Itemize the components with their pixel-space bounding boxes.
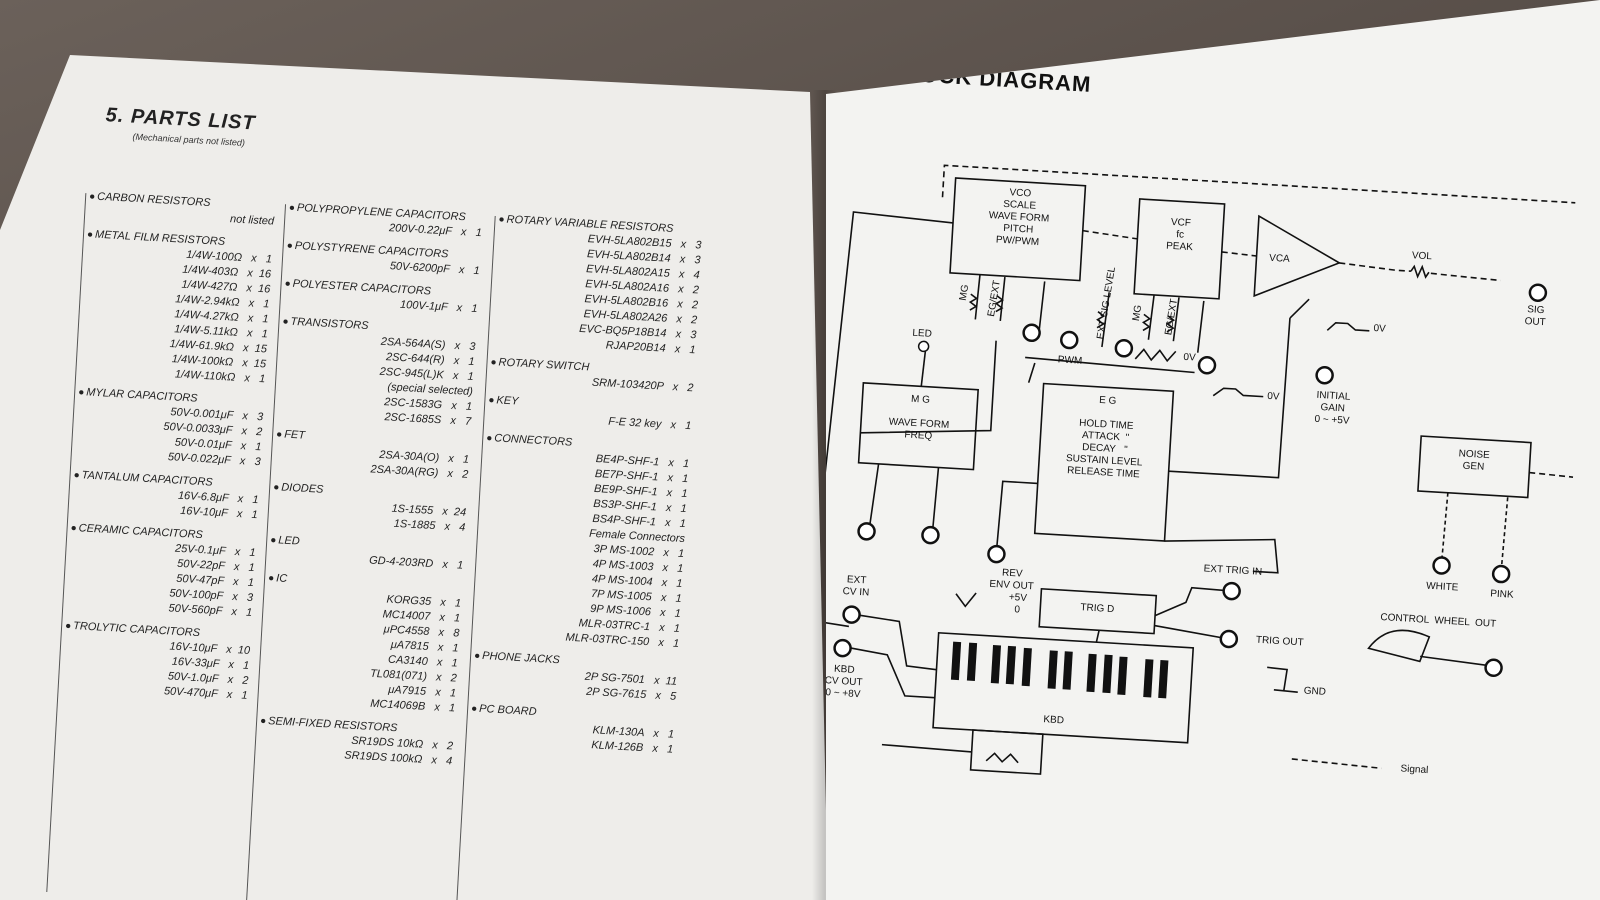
vco-label: VCO SCALE WAVE FORM PITCH PW/PWM [988, 187, 1050, 249]
ext-trig-in-jack [1222, 581, 1241, 601]
white-noise-jack [1432, 556, 1451, 575]
ext-sig-jack [1114, 339, 1134, 358]
ext-cv-in-jack [842, 605, 861, 624]
vca-label: VCA [1268, 252, 1291, 265]
parts-list-section: 5. PARTS LIST (Mechanical parts not list… [0, 0, 827, 900]
vcf-block [1133, 198, 1226, 300]
parts-list-subtitle: (Mechanical parts not listed) [132, 131, 246, 148]
rev-env-out-label: REV ENV OUT [989, 567, 1035, 593]
left-page: 5. PARTS LIST (Mechanical parts not list… [0, 0, 828, 900]
ext-cv-in-label: EXT CV IN [842, 574, 870, 599]
mg-wave-jack-2 [921, 525, 940, 545]
kbd-cv-out-jack [833, 638, 852, 658]
block-diagram-wires [826, 164, 1576, 775]
vca-block [1253, 214, 1342, 298]
pink-label: PINK [1489, 588, 1514, 601]
parts-list-title: 5. PARTS LIST [105, 104, 257, 135]
block-diagram-section: 6. BLOCK DIAGRAM [826, 0, 1599, 900]
kbd-block [932, 631, 1195, 744]
control-wheel-out-jack [1484, 658, 1503, 678]
trig-out-jack [1219, 629, 1239, 649]
zero-volt-label-3: 0V [1373, 323, 1387, 335]
right-page: 6. BLOCK DIAGRAM [826, 0, 1600, 900]
trig-d-block [1038, 587, 1158, 635]
initial-gain-label: INITIAL GAIN 0 ~ +5V [1314, 389, 1351, 427]
vol-label: VOL [1411, 250, 1433, 263]
white-label: WHITE [1425, 580, 1459, 594]
pwm-label: PWM [1057, 354, 1083, 367]
mg-wave-jack-1 [857, 522, 876, 541]
rev-env-out-jack [987, 544, 1006, 564]
gnd-label: GND [1303, 685, 1327, 698]
sig-out-label: SIG OUT [1524, 304, 1546, 329]
vco-block [949, 177, 1087, 282]
zero-volt-label-1: 0V [1183, 351, 1196, 364]
eg-ext-jack [1197, 355, 1217, 375]
noise-gen-block [1417, 435, 1532, 499]
kbd-label: KBD [1043, 714, 1065, 727]
plus5v-label: +5V 0 [1008, 591, 1028, 616]
led-indicator [917, 340, 930, 353]
pwm-jack [1060, 330, 1079, 350]
mg-eg-jack [1022, 323, 1041, 343]
vcf-label: VCF fc PEAK [1165, 216, 1194, 254]
pink-noise-jack [1491, 564, 1511, 584]
eg-block [1033, 382, 1175, 542]
sig-out-jack [1528, 283, 1548, 302]
eg-box-label: E G HOLD TIME ATTACK " DECAY " SUSTAIN L… [1065, 394, 1143, 481]
mg-box-label: M G WAVE FORM FREQ [888, 393, 950, 443]
initial-gain-jack [1315, 365, 1334, 385]
mg-block [857, 382, 980, 471]
led-label: LED [912, 327, 933, 340]
kbd-cv-out-label: KBD CV OUT 0 ~ +8V [826, 663, 863, 701]
zero-volt-label-2: 0V [1266, 390, 1280, 403]
